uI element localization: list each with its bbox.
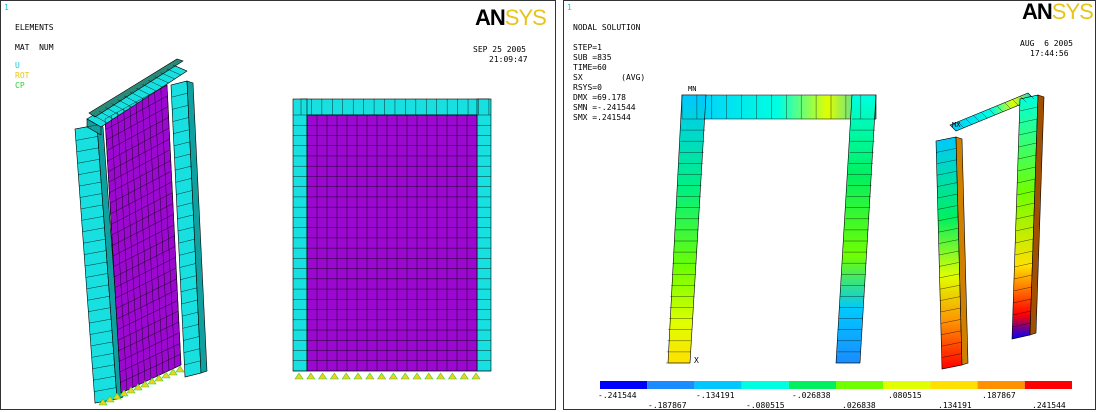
support-icon xyxy=(140,380,150,388)
support-icon xyxy=(175,365,185,373)
legend-swatch xyxy=(883,381,931,389)
legend-label-bottom-0: -.187867 xyxy=(648,401,687,410)
contour-legend-bar xyxy=(600,381,1072,389)
support-icon xyxy=(471,372,481,380)
legend-swatch xyxy=(647,381,695,389)
legend-label-top-2: -.026838 xyxy=(792,391,831,400)
window-number: 1 xyxy=(4,3,9,12)
legend-label-bottom-4: .241544 xyxy=(1032,401,1066,410)
legend-label-bottom-3: .134191 xyxy=(938,401,972,410)
support-icon xyxy=(377,372,387,380)
plot-date: AUG 6 2005 xyxy=(1020,39,1073,48)
smx-value: SMX =.241544 xyxy=(573,113,631,122)
plot-time: 17:44:56 xyxy=(1030,49,1069,58)
window-number: 1 xyxy=(567,3,572,12)
support-icon xyxy=(133,383,143,391)
support-icon xyxy=(168,368,178,376)
support-icon xyxy=(341,372,351,380)
legend-label-top-0: -.241544 xyxy=(598,391,637,400)
legend-swatch xyxy=(930,381,978,389)
ansys-logo: ANSYS xyxy=(475,5,547,30)
nodal-solution-window: 1 NODAL SOLUTION STEP=1 SUB =835 TIME=60… xyxy=(563,0,1096,410)
support-icon xyxy=(365,372,375,380)
sub-value: SUB =835 xyxy=(573,53,612,62)
time-value: TIME=60 xyxy=(573,63,607,72)
support-icon xyxy=(147,377,157,385)
legend-swatch xyxy=(1024,381,1072,389)
support-icon xyxy=(306,372,316,380)
support-icon xyxy=(318,372,328,380)
support-icon xyxy=(459,372,469,380)
plot-title: ELEMENTS xyxy=(15,23,54,32)
legend-swatch xyxy=(741,381,789,389)
support-icon xyxy=(329,372,339,380)
legend-u: U xyxy=(15,61,20,70)
smn-value: SMN =-.241544 xyxy=(573,103,636,112)
elements-plot-window: 1 ELEMENTS MAT NUM U ROT CP ANSYS SEP 25… xyxy=(0,0,556,410)
legend-label-bottom-2: .026838 xyxy=(842,401,876,410)
legend-cp: CP xyxy=(15,81,25,90)
sx-value: SX (AVG) xyxy=(573,73,646,82)
support-icon xyxy=(126,386,136,394)
support-icon xyxy=(98,398,108,406)
support-icon xyxy=(161,371,171,379)
legend-swatch xyxy=(788,381,836,389)
support-icon xyxy=(424,372,434,380)
nodal-solution-graphic: MN X MX xyxy=(600,85,1072,389)
plot-date: SEP 25 2005 xyxy=(473,45,526,54)
support-icon xyxy=(436,372,446,380)
support-icon xyxy=(294,372,304,380)
support-icon xyxy=(112,392,122,400)
support-icon xyxy=(154,374,164,382)
legend-rot: ROT xyxy=(15,71,30,80)
rsys-value: RSYS=0 xyxy=(573,83,602,92)
support-icon xyxy=(447,372,457,380)
plot-time: 21:09:47 xyxy=(489,55,528,64)
plot-mode: MAT NUM xyxy=(15,43,54,52)
elements-model-graphic xyxy=(74,58,492,406)
plot-title: NODAL SOLUTION xyxy=(573,23,641,32)
support-icon xyxy=(388,372,398,380)
mn-marker: MN xyxy=(688,85,696,93)
legend-swatch xyxy=(836,381,884,389)
legend-label-bottom-1: -.080515 xyxy=(746,401,785,410)
legend-label-top-4: .187867 xyxy=(982,391,1016,400)
support-icon xyxy=(119,389,129,397)
support-icon xyxy=(412,372,422,380)
dmx-value: DMX =69.178 xyxy=(573,93,626,102)
step-value: STEP=1 xyxy=(573,43,602,52)
legend-label-top-3: .080515 xyxy=(888,391,922,400)
mx-marker: MX xyxy=(952,121,961,129)
support-icon xyxy=(353,372,363,380)
legend-swatch xyxy=(600,381,648,389)
support-icon xyxy=(105,395,115,403)
legend-label-top-1: -.134191 xyxy=(696,391,735,400)
ansys-logo: ANSYS xyxy=(1022,0,1094,24)
x-marker: X xyxy=(694,356,699,365)
legend-swatch xyxy=(977,381,1025,389)
support-icon xyxy=(400,372,410,380)
legend-swatch xyxy=(694,381,742,389)
